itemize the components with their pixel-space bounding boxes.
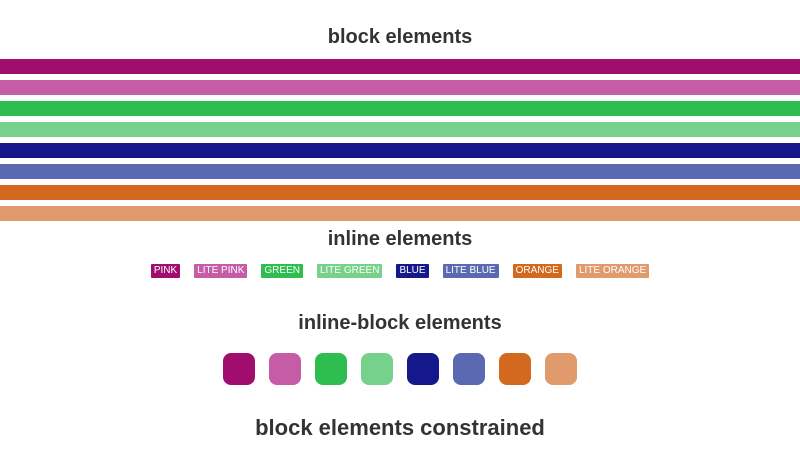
inline-label-lite-pink: LITE PINK	[194, 264, 248, 278]
inline-label-lite-blue: LITE BLUE	[442, 264, 499, 278]
inline-label-orange: ORANGE	[512, 264, 562, 278]
inline-block-square-lite-orange	[545, 353, 577, 385]
inline-block-square-blue	[407, 353, 439, 385]
block-bar-orange	[0, 185, 800, 200]
inline-block-square-lite-pink	[269, 353, 301, 385]
block-bar-lite-blue	[0, 164, 800, 179]
block-bar-lite-pink	[0, 80, 800, 95]
block-bar-blue	[0, 143, 800, 158]
block-bar-pink	[0, 59, 800, 74]
css-display-demo-page: block elements inline elements PINK LITE …	[0, 25, 800, 441]
block-bar-lite-orange	[0, 206, 800, 221]
inline-block-square-lite-green	[361, 353, 393, 385]
inline-block-square-pink	[223, 353, 255, 385]
inline-labels-container: PINK LITE PINK GREEN LITE GREEN BLUE LITE BLU…	[0, 262, 800, 278]
inline-block-square-lite-blue	[453, 353, 485, 385]
section-title-block-elements: block elements	[327, 26, 473, 48]
inline-label-blue: BLUE	[396, 264, 429, 278]
block-bar-green	[0, 101, 800, 116]
inline-block-square-orange	[499, 353, 531, 385]
section-title-inline-elements: inline elements	[327, 228, 473, 250]
inline-block-square-green	[315, 353, 347, 385]
inline-label-pink: PINK	[150, 264, 181, 278]
block-bars-container	[0, 59, 800, 221]
inline-label-lite-green: LITE GREEN	[316, 264, 383, 278]
inline-label-green: GREEN	[261, 264, 303, 278]
inline-label-lite-orange: LITE ORANGE	[575, 264, 650, 278]
section-title-inline-block-elements: inline-block elements	[298, 312, 502, 334]
inline-block-squares-container	[0, 353, 800, 385]
section-title-block-elements-constrained: block elements constrained	[255, 415, 545, 440]
block-bar-lite-green	[0, 122, 800, 137]
